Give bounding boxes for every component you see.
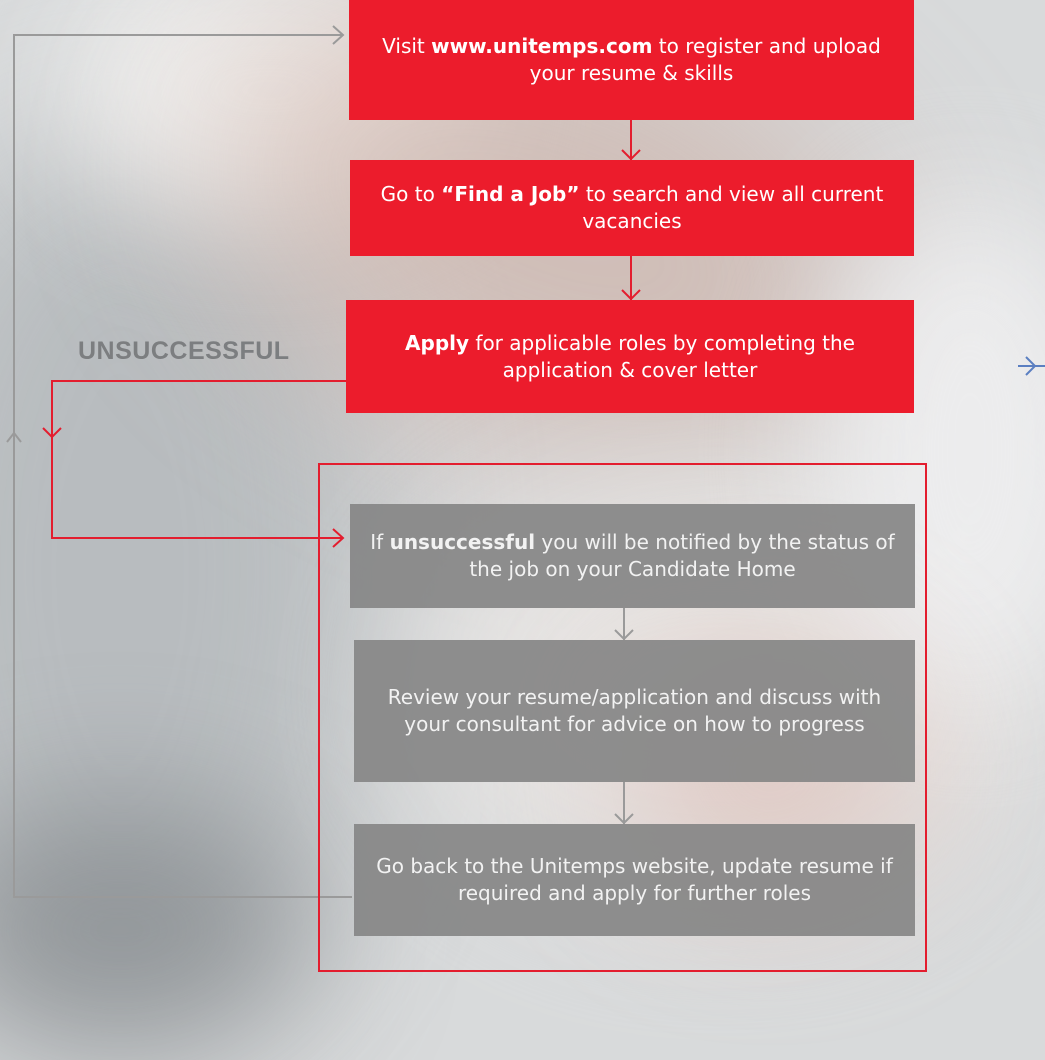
step-review: Review your resume/application and discu… — [354, 640, 915, 782]
next-branch-connector — [1018, 356, 1045, 376]
flow-connectors — [6, 25, 1045, 898]
step-apply: Apply for applicable roles by completing… — [346, 300, 914, 413]
step-find-job: Go to “Find a Job” to search and view al… — [350, 160, 914, 256]
step-reapply: Go back to the Unitemps website, update … — [354, 824, 915, 936]
unsuccessful-frame — [318, 463, 927, 972]
loop-back-connector — [6, 25, 352, 898]
outcome-label: UNSUCCESSFUL — [78, 337, 290, 365]
grey-step-arrows — [614, 608, 634, 825]
step-register: Visit www.unitemps.com to register and u… — [349, 0, 914, 120]
step-notified: If unsuccessful you will be notified by … — [350, 504, 915, 608]
unsuccessful-branch-connector — [42, 380, 346, 548]
step-arrows — [621, 120, 641, 301]
